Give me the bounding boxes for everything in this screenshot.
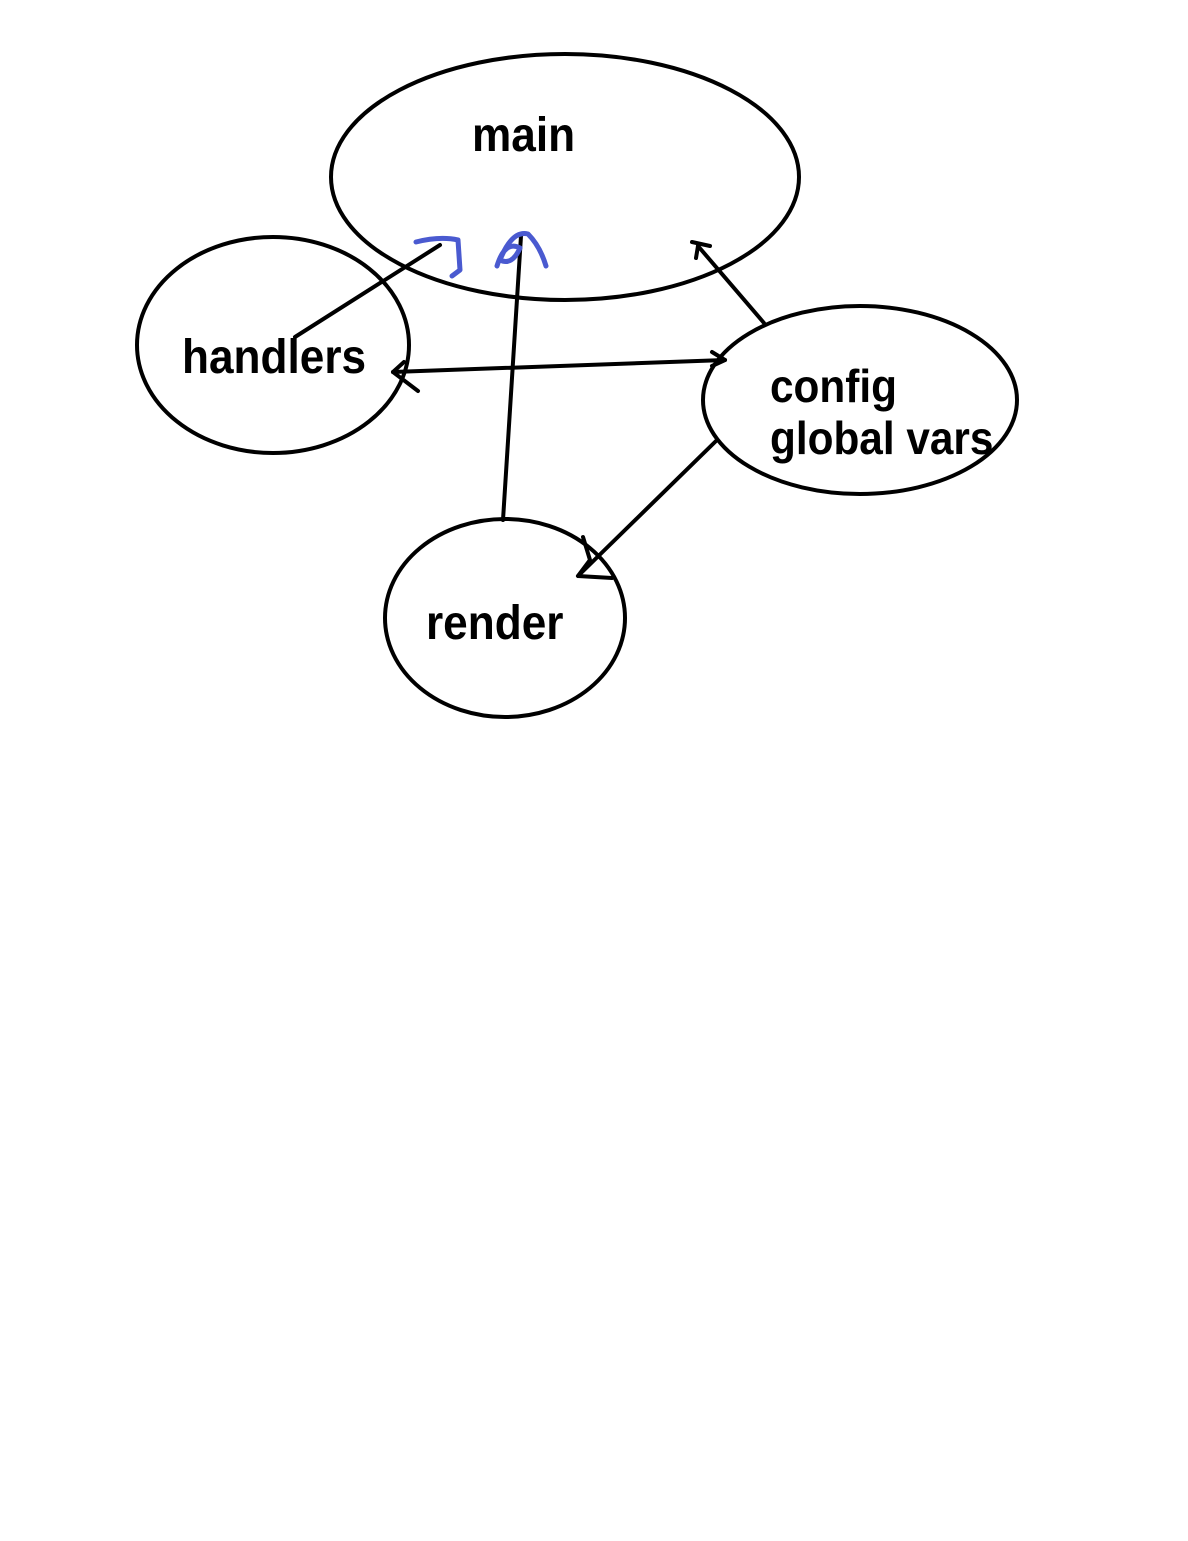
edge-config-main: [696, 244, 766, 325]
config-label-line2: global vars: [770, 412, 994, 464]
arrowhead-render: [576, 535, 614, 580]
config-label: config global vars: [770, 360, 993, 464]
arrowhead-config-left: [710, 350, 727, 368]
edge-config-render: [576, 439, 718, 578]
handlers-label: handlers: [182, 331, 367, 384]
config-label-line1: config: [770, 360, 897, 412]
edge-config-handlers: [391, 358, 727, 374]
handlers-node: [135, 235, 411, 455]
edge-render-main: [501, 234, 523, 522]
annotation-scribble: [494, 231, 549, 269]
main-label: main: [472, 109, 576, 162]
main-node: [329, 52, 801, 302]
annotation-bracket: [413, 235, 463, 279]
config-node: [701, 304, 1019, 496]
render-label: render: [426, 597, 564, 650]
arrowhead-handlers: [391, 360, 420, 393]
edge-handlers-main: [293, 243, 442, 339]
arrowhead-main-right: [690, 240, 712, 260]
